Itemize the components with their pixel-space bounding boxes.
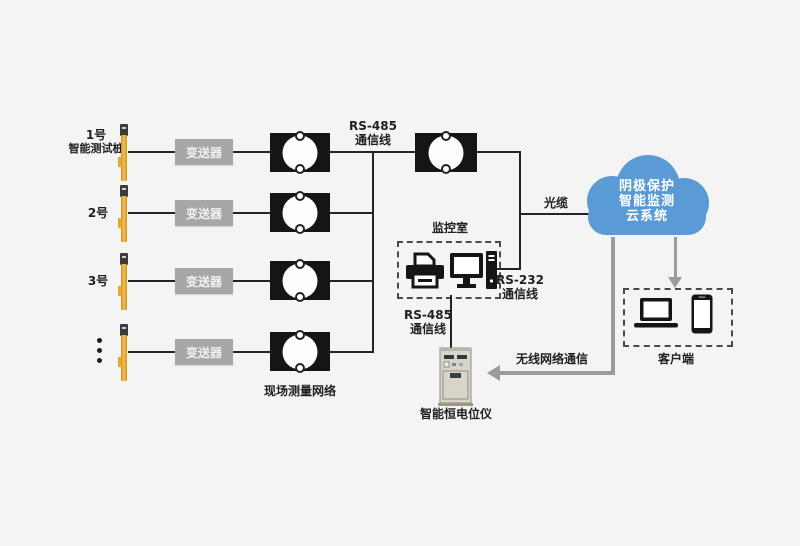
network-node-icon <box>270 191 330 234</box>
smartphone-icon <box>691 294 713 334</box>
test-pile-icon <box>118 324 128 381</box>
network-node-icon <box>415 131 477 174</box>
connector-line <box>330 212 374 214</box>
monitoring-room-box <box>397 241 501 299</box>
connector-line <box>519 151 521 270</box>
transmitter-box: 变送器 <box>175 268 233 294</box>
connector-line <box>233 351 270 353</box>
pile-2-number: 2号 <box>87 206 109 220</box>
connector-line <box>233 212 270 214</box>
transmitter-box: 变送器 <box>175 139 233 165</box>
more-piles-ellipsis-icon <box>97 338 102 363</box>
connector-line <box>330 280 374 282</box>
rs485-bus-line <box>372 151 374 353</box>
connector-line <box>128 280 175 282</box>
test-pile-icon <box>118 124 128 181</box>
down-arrow-icon <box>668 277 682 288</box>
rs485-bottom-label: RS-485 通信线 <box>404 308 452 336</box>
laptop-icon <box>634 298 678 328</box>
connector-line <box>477 151 521 153</box>
wireless-label: 无线网络通信 <box>515 352 588 366</box>
client-link-line <box>674 237 677 279</box>
cloud-system-label: 阴极保护 智能监测 云系统 <box>618 178 675 224</box>
rs232-label: RS-232 通信线 <box>496 273 544 301</box>
pile-3-number: 3号 <box>87 274 109 288</box>
wireless-link-line <box>499 371 613 375</box>
wireless-link-line <box>611 237 615 375</box>
connector-line <box>233 151 270 153</box>
optical-cable-label: 光缆 <box>543 196 568 210</box>
network-node-icon <box>270 131 330 174</box>
pile-1-name: 智能测试桩 <box>68 142 124 155</box>
desktop-computer-icon <box>450 251 497 289</box>
left-arrow-icon <box>487 365 500 381</box>
potentiostat-label: 智能恒电位仪 <box>419 407 492 421</box>
pile-1-label: 1号 智能测试桩 <box>66 128 126 156</box>
client-label: 客户端 <box>657 352 694 366</box>
pile-2-label: 2号 <box>68 206 128 220</box>
field-network-label: 现场测量网络 <box>263 384 336 398</box>
network-node-icon <box>270 259 330 302</box>
client-box <box>623 288 733 347</box>
connector-line <box>233 280 270 282</box>
connector-line <box>128 212 175 214</box>
pile-1-number: 1号 <box>85 128 107 142</box>
pile-3-label: 3号 <box>68 274 128 288</box>
connector-line <box>450 295 452 348</box>
printer-icon <box>406 252 444 289</box>
potentiostat-icon <box>438 347 473 406</box>
connector-line <box>128 151 175 153</box>
connector-line <box>497 268 521 270</box>
transmitter-box: 变送器 <box>175 339 233 365</box>
transmitter-label: 变送器 <box>185 206 222 221</box>
transmitter-label: 变送器 <box>185 145 222 160</box>
monitoring-room-label: 监控室 <box>431 221 468 235</box>
connector-line <box>330 351 374 353</box>
transmitter-label: 变送器 <box>185 274 222 289</box>
rs485-top-label: RS-485 通信线 <box>349 119 397 147</box>
connector-line <box>128 351 175 353</box>
test-pile-icon <box>118 253 128 310</box>
cloud-system-icon: 阴极保护 智能监测 云系统 <box>580 155 714 237</box>
optical-cable-line <box>521 213 589 215</box>
transmitter-box: 变送器 <box>175 200 233 226</box>
transmitter-label: 变送器 <box>185 345 222 360</box>
network-node-icon <box>270 330 330 373</box>
test-pile-icon <box>118 185 128 242</box>
